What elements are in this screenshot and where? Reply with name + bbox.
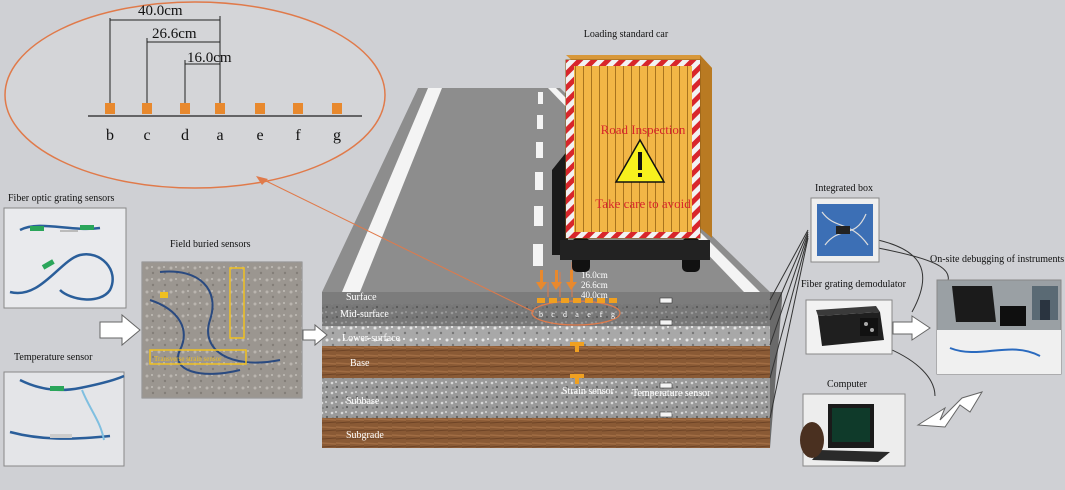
- zoom-connector: [259, 177, 535, 313]
- zoom-sensor-a: [215, 103, 225, 114]
- road-strain-sensors: [537, 298, 617, 384]
- temperature-sensor-photo: [3, 371, 125, 467]
- layer-surface: [322, 292, 770, 304]
- arrow-to-field: [99, 313, 141, 347]
- field-buried-photo: Transverse strain sensor: [141, 261, 303, 399]
- layer-label-base: Base: [350, 358, 370, 369]
- zoom-dim-26: 26.6cm: [152, 26, 197, 42]
- zoom-sensor-e: [255, 103, 265, 114]
- zoom-sensor-layout: 40.0cm 26.6cm 16.0cm b c d a e f g: [88, 3, 362, 144]
- road-center-dashes: [533, 92, 543, 266]
- road-temp-sensors: [659, 297, 673, 418]
- road-sensor-labels: b c d a e f g: [539, 310, 615, 319]
- zoom-label-f: f: [295, 127, 301, 144]
- layer-label-surface: Surface: [346, 292, 377, 303]
- svg-text:26.6cm: 26.6cm: [581, 280, 608, 290]
- svg-text:40.0cm: 40.0cm: [581, 290, 608, 300]
- temperature-sensor-label: Temperature sensor: [632, 388, 711, 399]
- field-buried-label: Field buried sensors: [170, 239, 251, 250]
- layer-subbase: [322, 378, 770, 418]
- temperature-sensor-photo-label: Temperature sensor: [14, 352, 93, 363]
- layer-label-subgrade: Subgrade: [346, 430, 384, 441]
- loading-car-label: Loading standard car: [584, 29, 669, 40]
- layer-label-mid-surface: Mid-surface: [340, 309, 389, 320]
- fiber-sensor-photo: [3, 207, 127, 309]
- zoom-sensor-g: [332, 103, 342, 114]
- truck-text-inspection: Road Inspection: [601, 122, 686, 137]
- computer-photo: [800, 393, 906, 467]
- onsite-debugging-label: On-site debugging of instruments: [930, 254, 1064, 265]
- zoom-label-e: e: [256, 127, 263, 144]
- svg-text:e: e: [587, 310, 591, 319]
- zoom-sensor-c: [142, 103, 152, 114]
- layer-base: [322, 346, 770, 378]
- zoom-label-a: a: [216, 127, 223, 144]
- svg-text:c: c: [551, 310, 555, 319]
- arrow-to-road: [302, 323, 328, 347]
- zoom-dim-40: 40.0cm: [138, 3, 183, 19]
- transverse-sensor-label: Transverse strain sensor: [154, 355, 222, 363]
- computer-label: Computer: [827, 379, 868, 390]
- road-edge-line-left: [342, 88, 442, 292]
- zoom-dim-16: 16.0cm: [187, 50, 232, 66]
- arrow-to-onsite: [892, 315, 931, 341]
- arrow-computer-to-onsite: [916, 391, 984, 428]
- demodulator-label: Fiber grating demodulator: [801, 279, 907, 290]
- layer-lower-surface: [322, 326, 770, 346]
- zoom-sensor-f: [293, 103, 303, 114]
- layer-label-subbase: Subbase: [346, 396, 380, 407]
- integrated-box-label: Integrated box: [815, 183, 873, 194]
- svg-text:d: d: [563, 310, 567, 319]
- svg-text:g: g: [611, 310, 615, 319]
- zoom-sensor-b: [105, 103, 115, 114]
- svg-text:a: a: [575, 310, 579, 319]
- zoom-sensor-d: [180, 103, 190, 114]
- truck-text-avoid: Take care to avoid: [595, 196, 691, 211]
- loading-truck: Road Inspection Take care to avoid: [552, 55, 712, 272]
- load-arrows: [536, 270, 577, 290]
- integrated-box-photo: [810, 197, 880, 263]
- zoom-ellipse: [4, 1, 386, 189]
- zoom-label-c: c: [143, 127, 150, 144]
- road-side-face: [770, 292, 782, 448]
- svg-text:b: b: [539, 310, 543, 319]
- onsite-debugging-photo: [936, 279, 1062, 375]
- zoom-label-g: g: [333, 127, 341, 144]
- fiber-sensor-label: Fiber optic grating sensors: [8, 193, 114, 204]
- demodulator-photo: [805, 299, 893, 355]
- zoom-label-b: b: [106, 127, 114, 144]
- layer-label-lower-surface: Lower-surface: [342, 333, 401, 344]
- strain-sensor-label: Strain sensor: [562, 386, 615, 397]
- layer-subgrade: [322, 418, 770, 448]
- svg-text:16.0cm: 16.0cm: [581, 270, 608, 280]
- svg-text:f: f: [600, 310, 603, 319]
- zoom-label-d: d: [181, 127, 189, 144]
